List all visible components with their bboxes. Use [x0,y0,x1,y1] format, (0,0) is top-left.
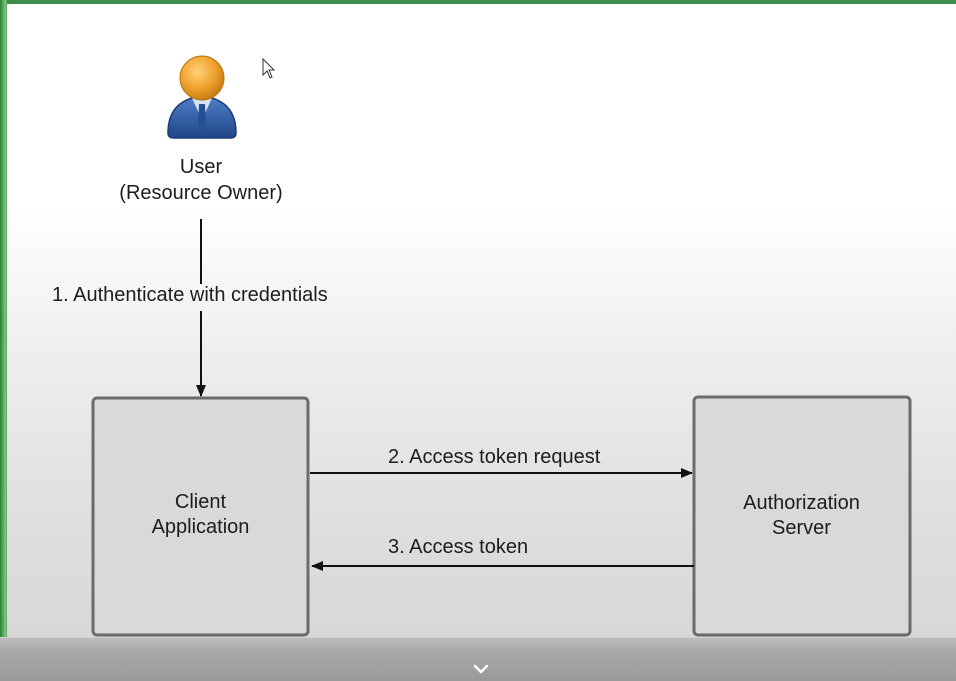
user-label-line2: (Resource Owner) [119,182,283,204]
step2-label: 2. Access token request [388,446,601,468]
client-label-line1: Client [174,491,227,513]
user-label-line1: User [179,156,223,178]
user-person-icon [167,55,237,139]
step1-label: 1. Authenticate with credentials [52,284,328,306]
chevron-down-icon[interactable] [472,663,490,675]
authorization-server-box [692,395,912,637]
auth-label-line2: Server [772,517,831,539]
client-label-line2: Application [151,516,250,538]
client-application-box [91,396,310,637]
mouse-pointer-icon [262,58,276,79]
step3-label: 3. Access token [388,536,529,558]
auth-label-line1: Authorization [743,492,860,514]
bottom-control-bar [0,637,956,681]
